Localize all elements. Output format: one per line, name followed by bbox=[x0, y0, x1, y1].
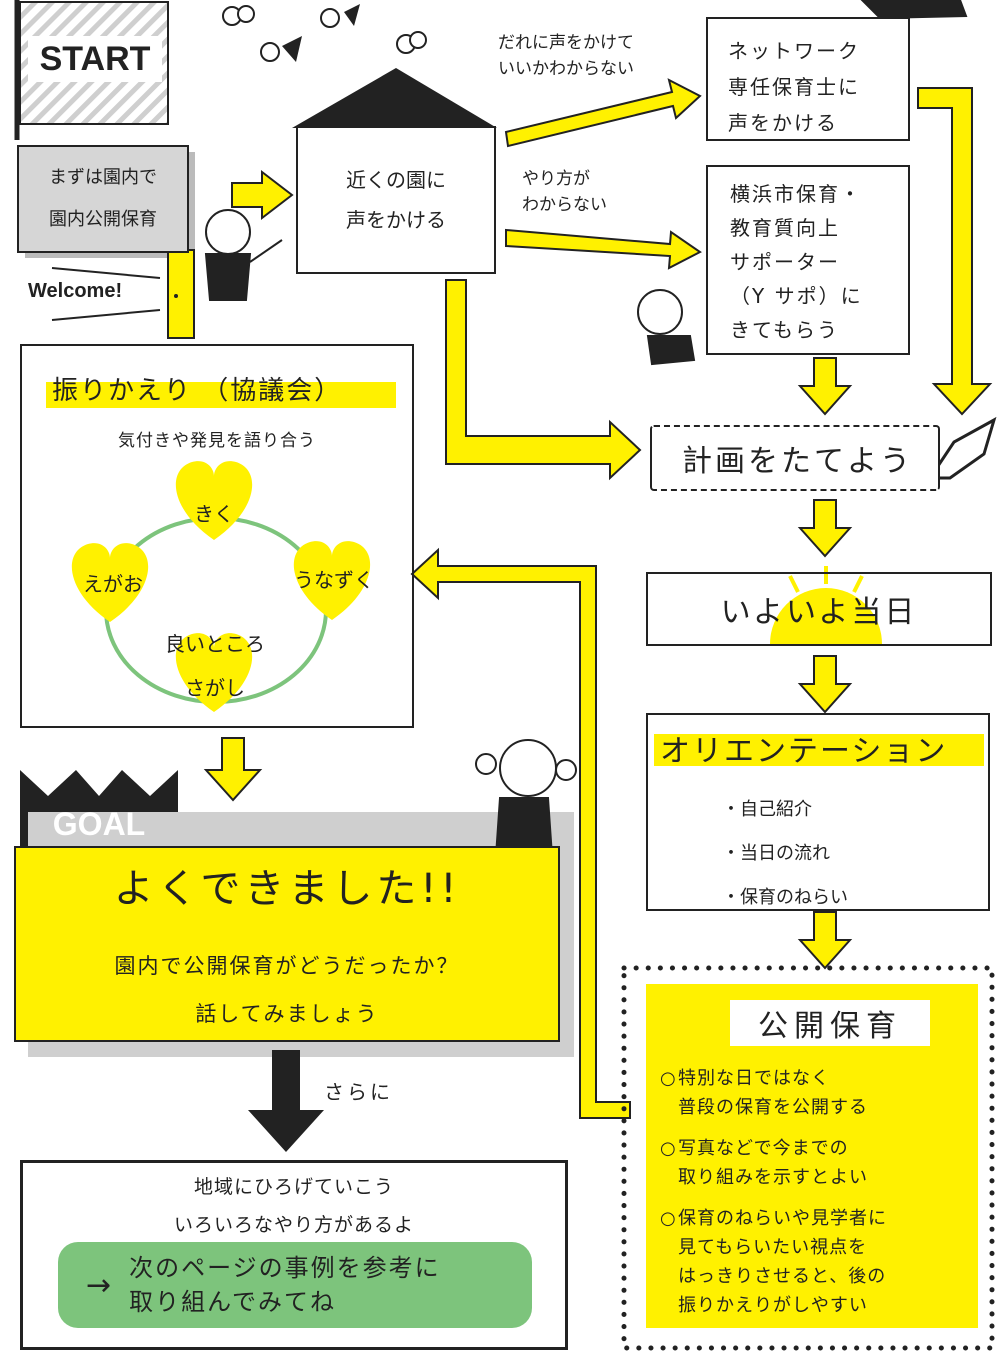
open-points: ○ 特別な日ではなく 普段の保育を公開する ○ 写真などで今までの 取り組みを示… bbox=[660, 1064, 887, 1320]
network-line: ネットワーク bbox=[728, 39, 860, 63]
heart-label-egao: えがお bbox=[83, 572, 143, 596]
open-point-line: 写真などで今までの bbox=[678, 1138, 849, 1159]
orientation-title-bg bbox=[654, 734, 984, 766]
open-point-line: 見てもらいたい視点を bbox=[678, 1237, 868, 1258]
door bbox=[167, 249, 195, 339]
review-title: 振りかえり （協議会） bbox=[52, 376, 343, 406]
network-box: ネットワーク 専任保育士に 声をかける bbox=[706, 17, 910, 141]
open-point-line: はっきりさせると、後の bbox=[678, 1266, 887, 1287]
next-button-text: 次のページの事例を参考に 取り組んでみてね bbox=[129, 1251, 441, 1319]
step-first-line: 園内公開保育 bbox=[49, 209, 157, 230]
heart-kiku bbox=[175, 461, 253, 540]
open-point: ○ 写真などで今までの 取り組みを示すとよい bbox=[660, 1134, 887, 1192]
condition-lower-line: わからない bbox=[522, 195, 607, 215]
review-title-bg bbox=[46, 382, 396, 408]
neighbor-line: 声をかける bbox=[346, 208, 446, 232]
arrow-to-ysapo bbox=[505, 228, 702, 270]
open-point: ○ 保育のねらいや見学者に 見てもらいたい視点を はっきりさせると、後の 振りか… bbox=[660, 1204, 887, 1320]
condition-upper: だれに声をかけて いいかわからない bbox=[498, 30, 634, 82]
heart-label-sagashi: さがし bbox=[185, 676, 245, 700]
orientation-list: ・自己紹介 ・当日の流れ ・保育のねらい bbox=[722, 788, 848, 920]
orientation-title: オリエンテーション bbox=[660, 734, 948, 769]
neighbor-line: 近くの園に bbox=[346, 168, 446, 192]
heart-egao bbox=[71, 543, 149, 622]
person-top-right-illustration bbox=[860, 0, 968, 20]
ysapo-line: 教育質向上 bbox=[730, 216, 840, 240]
arrow-right-icon: → bbox=[86, 1267, 112, 1303]
heart-unazuku bbox=[293, 541, 371, 620]
arrow-to-network bbox=[504, 78, 702, 148]
open-title: 公開保育 bbox=[730, 1000, 930, 1046]
next-page-button[interactable]: → 次のページの事例を参考に 取り組んでみてね bbox=[58, 1242, 532, 1328]
condition-lower-line: やり方が bbox=[522, 169, 590, 189]
next-button-line: 取り組んでみてね bbox=[129, 1288, 336, 1316]
ysapo-line: きてもらう bbox=[730, 318, 839, 342]
further-label: さらに bbox=[324, 1080, 393, 1104]
ysapo-box: 横浜市保育・ 教育質向上 サポーター （Y サポ）に きてもらう bbox=[706, 165, 910, 355]
arrow-plan-to-day bbox=[797, 499, 853, 558]
goal-line: 園内で公開保育がどうだったか？ bbox=[114, 954, 460, 978]
goal-box bbox=[14, 846, 560, 1042]
heart-label-yoitokoro: 良いところ bbox=[165, 632, 265, 656]
day-label: いよいよ当日 bbox=[720, 595, 918, 630]
neighbor-box: 近くの園に 声をかける bbox=[296, 126, 496, 274]
ysapo-line: サポーター bbox=[730, 250, 840, 274]
heart-yoitokoro bbox=[175, 633, 253, 712]
open-point-line: 特別な日ではなく bbox=[678, 1068, 830, 1089]
next-body: 地域にひろげていこう いろいろなやり方があるよ bbox=[20, 1168, 568, 1244]
open-point: ○ 特別な日ではなく 普段の保育を公開する bbox=[660, 1064, 887, 1122]
heart-label-unazuku: うなずく bbox=[294, 568, 374, 592]
welcome-text: Welcome! bbox=[28, 280, 123, 302]
open-dotted-frame bbox=[621, 965, 995, 1351]
condition-lower: やり方が わからない bbox=[522, 166, 607, 218]
step-first-box: まずは園内で 園内公開保育 bbox=[17, 145, 189, 253]
person-ysapo-illustration bbox=[637, 289, 696, 366]
person-welcome-illustration bbox=[204, 209, 283, 301]
next-button-line: 次のページの事例を参考に bbox=[129, 1254, 441, 1282]
arrow-goal-to-next bbox=[248, 1050, 324, 1152]
open-point-line: 保育のねらいや見学者に bbox=[678, 1208, 887, 1229]
circle-bullet-icon: ○ bbox=[660, 1208, 677, 1229]
review-box bbox=[20, 344, 414, 728]
arrow-house-to-plan bbox=[445, 279, 642, 481]
orientation-item: ・自己紹介 bbox=[722, 799, 812, 820]
circle-bullet-icon: ○ bbox=[660, 1068, 677, 1089]
network-line: 声をかける bbox=[728, 111, 838, 135]
arrow-start-to-house bbox=[231, 169, 294, 221]
pencil-icon bbox=[927, 416, 997, 480]
goal-tag-label: GOAL bbox=[52, 805, 146, 842]
start-label-bg bbox=[28, 36, 162, 82]
orientation-item: ・当日の流れ bbox=[722, 843, 830, 864]
network-line: 専任保育士に bbox=[728, 75, 860, 99]
sunrise bbox=[770, 588, 882, 644]
arrow-ysapo-to-plan bbox=[797, 357, 853, 416]
hearts bbox=[71, 461, 371, 712]
step-first-line: まずは園内で bbox=[49, 167, 157, 188]
condition-upper-line: だれに声をかけて bbox=[498, 33, 634, 53]
review-subtitle: 気付きや発見を語り合う bbox=[118, 431, 316, 451]
house-roof bbox=[292, 68, 497, 128]
next-line: いろいろなやり方があるよ bbox=[173, 1214, 414, 1236]
day-box: いよいよ当日 bbox=[646, 572, 992, 646]
goal-body: 園内で公開保育がどうだったか？ 話してみましょう bbox=[14, 942, 560, 1038]
ysapo-line: （Y サポ）に bbox=[730, 284, 863, 308]
circle-bullet-icon: ○ bbox=[660, 1138, 677, 1159]
goal-title: よくできました!! bbox=[113, 866, 461, 912]
arrow-day-to-orientation bbox=[797, 655, 853, 714]
arrow-review-to-goal bbox=[203, 737, 263, 802]
open-point-line: 振りかえりがしやすい bbox=[678, 1295, 868, 1316]
orientation-item: ・保育のねらい bbox=[722, 887, 848, 908]
start-label: START bbox=[39, 39, 151, 78]
next-line: 地域にひろげていこう bbox=[193, 1176, 394, 1198]
open-point-line: 普段の保育を公開する bbox=[678, 1097, 868, 1118]
heart-label-kiku: きく bbox=[194, 502, 234, 526]
ysapo-line: 横浜市保育・ bbox=[730, 182, 862, 206]
arrow-network-to-plan bbox=[917, 87, 993, 416]
open-point-line: 取り組みを示すとよい bbox=[678, 1167, 868, 1188]
goal-line: 話してみましょう bbox=[195, 1002, 379, 1026]
plan-banner: 計画をたてよう bbox=[650, 425, 940, 491]
condition-upper-line: いいかわからない bbox=[498, 59, 634, 79]
arrow-orientation-to-open bbox=[797, 911, 853, 970]
